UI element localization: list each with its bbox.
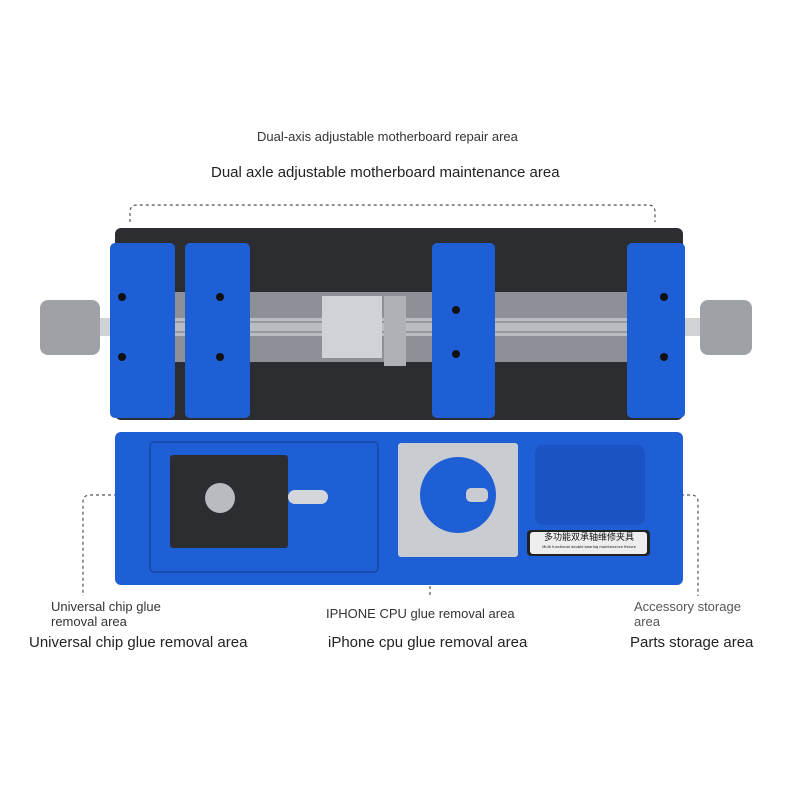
middle-annotation-line2: iPhone cpu glue removal area [328,634,528,651]
clamp-middle [432,243,495,418]
label-english: Multi functional double bearing maintena… [542,545,636,549]
leader-lines [82,204,699,596]
top-annotation-line1: Dual-axis adjustable motherboard repair … [257,129,518,144]
clamp-left-b [185,243,250,418]
right-knob [700,300,752,355]
middle-annotation-line1: IPHONE CPU glue removal area [326,606,515,621]
clamp-right [627,243,685,418]
top-annotation-line2: Dual axle adjustable motherboard mainten… [211,164,560,181]
left-annotation-line1: Universal chip glue removal area [51,599,161,629]
clamp-left-a [110,243,175,418]
right-annotation-line2: Parts storage area [630,634,754,651]
label-chinese: 多功能双承轴维修夹具 [543,533,634,543]
storage-pocket [535,445,645,525]
left-knob [40,300,100,355]
left-annotation-line2: Universal chip glue removal area [29,634,248,651]
right-annotation-line1: Accessory storage area [634,599,741,629]
